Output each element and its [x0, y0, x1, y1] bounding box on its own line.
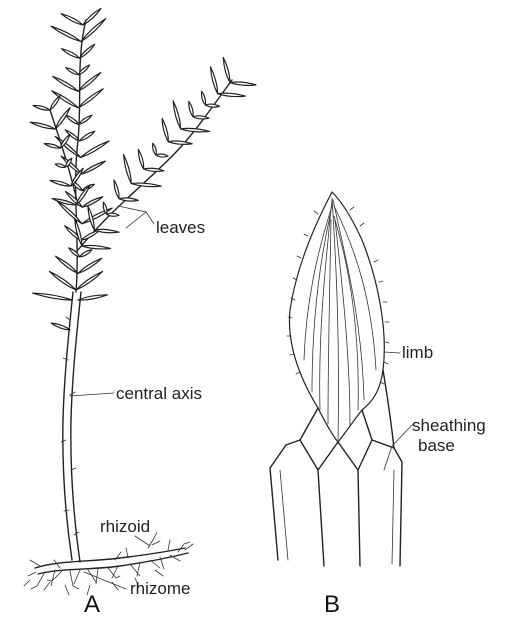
- leader-leaves: [118, 206, 154, 228]
- leaf-shape: [119, 198, 138, 201]
- leaf-shape: [114, 180, 119, 199]
- leaf-shape: [56, 256, 78, 273]
- label-central-axis: central axis: [116, 384, 202, 403]
- leaf-shape: [78, 258, 102, 273]
- leaf-shape: [50, 96, 60, 110]
- moss-plant-drawing: [24, 8, 256, 595]
- leaf-shape: [82, 245, 110, 249]
- leader-rhizoid: [135, 536, 150, 546]
- leaf-shape: [131, 183, 161, 187]
- leaf-shape: [61, 49, 79, 58]
- leaf-shape: [30, 122, 55, 129]
- leaf-shape: [107, 213, 119, 216]
- panel-label-b: B: [324, 591, 340, 618]
- leader-central-axis: [70, 393, 114, 396]
- leaf-shape: [230, 82, 256, 85]
- label-rhizoid: rhizoid: [100, 517, 150, 536]
- leaf-shape: [205, 104, 219, 107]
- label-sheathing-line2: base: [418, 436, 455, 455]
- label-leaves: leaves: [156, 218, 205, 237]
- leaf-shape: [49, 271, 76, 290]
- leaf-shape: [83, 8, 101, 25]
- leaf-shape: [210, 67, 217, 94]
- leaf-shape: [78, 72, 101, 91]
- leaf-shape: [55, 164, 65, 168]
- leaf-shape: [66, 115, 79, 124]
- leaf-shape: [51, 26, 81, 41]
- leaf-shape: [189, 101, 193, 116]
- leaf-shape: [44, 144, 60, 149]
- leaf-shape: [79, 115, 92, 124]
- leaf-shape: [156, 154, 168, 157]
- leaf-shape: [223, 57, 230, 82]
- leaf-shape: [81, 141, 109, 158]
- label-rhizome: rhizome: [130, 579, 190, 598]
- leaf-shape: [82, 208, 112, 224]
- leaf-shape: [153, 143, 157, 155]
- leaf-shape: [168, 141, 192, 144]
- leaf-shape: [66, 68, 79, 75]
- panel-label-a: A: [84, 591, 100, 618]
- leaf-shape: [61, 14, 83, 25]
- leaf-shape: [33, 105, 50, 110]
- leaf-detail-drawing: [270, 192, 415, 566]
- leaf-shape: [81, 161, 105, 174]
- leaf-shape: [82, 197, 103, 207]
- leaf-shape: [193, 116, 209, 119]
- leaf-shape: [138, 149, 143, 169]
- leaf-shape: [80, 250, 92, 257]
- leaf-shape: [124, 155, 132, 184]
- leaf-shape: [202, 91, 206, 105]
- label-sheathing-line1: sheathing: [412, 416, 486, 435]
- leaf-shape: [50, 180, 71, 186]
- label-limb: limb: [402, 343, 433, 362]
- leader-limb: [384, 352, 400, 353]
- leaf-shape: [80, 131, 95, 141]
- leaf-shape: [162, 119, 168, 142]
- leaf-shape: [78, 295, 108, 300]
- leaf-shape: [51, 323, 70, 330]
- leaf-shape: [218, 93, 246, 96]
- leaf-shape: [53, 76, 78, 91]
- leaf-shape: [181, 128, 210, 132]
- leaf-shape: [173, 101, 181, 129]
- leaf-shape: [78, 89, 103, 108]
- leader-rhizome: [84, 572, 126, 589]
- leaf-shape: [144, 168, 164, 171]
- leaf-shape: [33, 293, 72, 300]
- leaf-shape: [76, 271, 103, 290]
